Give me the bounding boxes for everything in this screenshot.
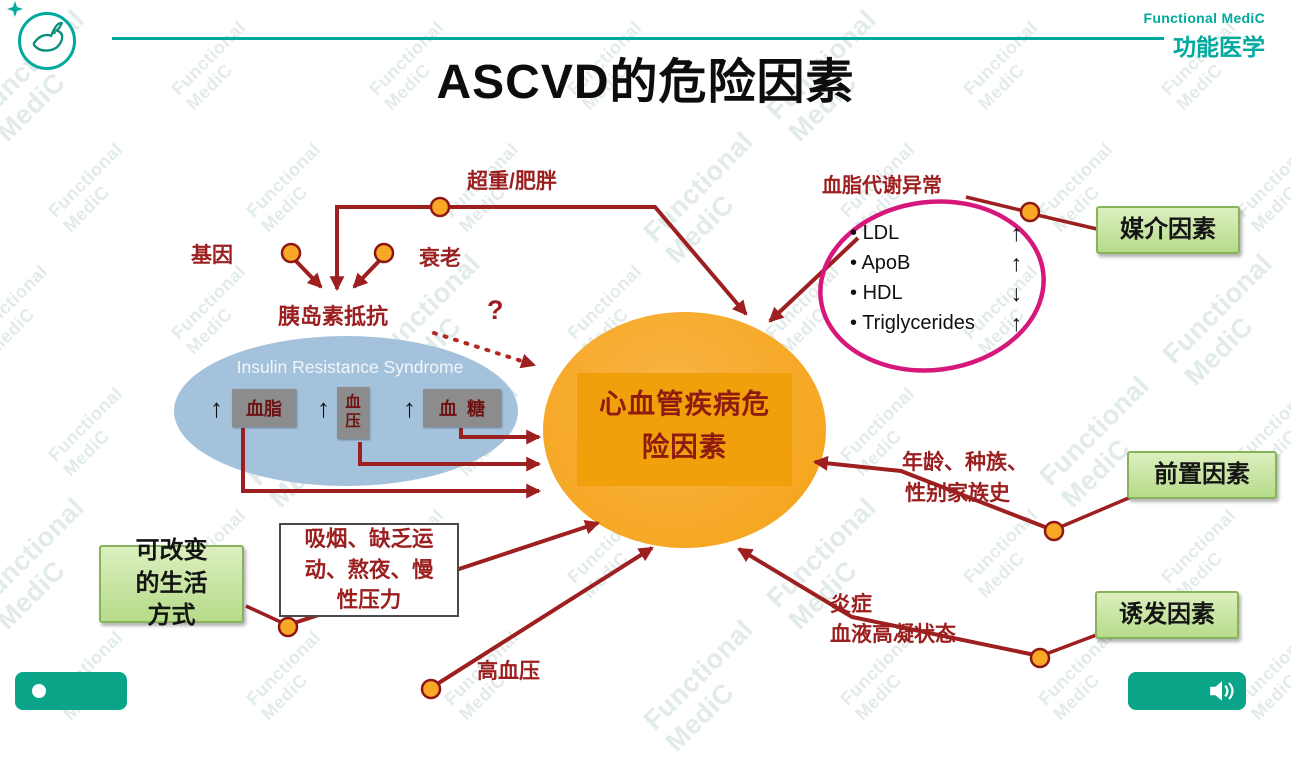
slide-nav-pill[interactable] bbox=[15, 672, 127, 710]
label-hypercoagulable: 血液高凝状态 bbox=[830, 623, 956, 646]
up-arrow-icon: ↑ bbox=[1010, 219, 1023, 246]
brand-name: Functional MediC bbox=[1143, 10, 1265, 26]
predisposing-factor-box: 前置因素 bbox=[1127, 451, 1277, 499]
lipid-row: HDL ↓ bbox=[850, 278, 1022, 308]
watermark-text: Functional MediC bbox=[44, 383, 127, 480]
lipid-row: ApoB ↑ bbox=[850, 248, 1022, 278]
label-dyslipidemia: 血脂代谢异常 bbox=[822, 175, 942, 197]
irs-item-blood-pressure: 血压 bbox=[337, 387, 369, 439]
label-genes: 基因 bbox=[191, 244, 233, 267]
watermark-text: Functional MediC bbox=[1034, 627, 1117, 724]
lipid-list: LDL ↑ ApoB ↑ HDL ↓ Triglycerides ↑ bbox=[850, 218, 1022, 338]
watermark-text: Functional MediC bbox=[0, 261, 52, 358]
irs-title: Insulin Resistance Syndrome bbox=[236, 357, 464, 377]
irs-item-blood-sugar: 血糖 bbox=[423, 389, 501, 427]
up-arrow-icon: ↑ bbox=[317, 393, 330, 423]
brand-bird-logo bbox=[18, 12, 76, 70]
audio-pill[interactable] bbox=[1128, 672, 1246, 710]
watermark-text: Functional MediC bbox=[167, 261, 250, 358]
sparkle-icon bbox=[7, 1, 23, 17]
watermark-text: Functional MediC bbox=[44, 139, 127, 236]
lipid-name: LDL bbox=[850, 222, 900, 245]
label-aging: 衰老 bbox=[419, 247, 461, 270]
irs-item-lipids: 血脂 bbox=[232, 389, 296, 427]
lipid-name: HDL bbox=[850, 282, 903, 305]
watermark-text: Functional MediC bbox=[1157, 505, 1240, 602]
lifestyle-risks-box: 吸烟、缺乏运动、熬夜、慢性压力 bbox=[279, 523, 459, 617]
watermark-text: Functional MediC bbox=[1232, 139, 1291, 236]
page-title: ASCVD的危险因素 bbox=[436, 56, 855, 109]
mediating-factor-box: 媒介因素 bbox=[1096, 206, 1240, 254]
brand-name-cn: 功能医学 bbox=[1173, 34, 1265, 60]
label-insulin-resistance: 胰岛素抵抗 bbox=[266, 298, 400, 332]
watermark-text: Functional MediC bbox=[1156, 248, 1279, 392]
nav-dot bbox=[32, 684, 46, 698]
watermark-text: Functional MediC bbox=[242, 627, 325, 724]
watermark-text: Functional MediC bbox=[0, 492, 91, 636]
up-arrow-icon: ↑ bbox=[403, 393, 416, 423]
brand-block: Functional MediC 功能医学 bbox=[1144, 10, 1265, 62]
label-age-race-2: 性别家族史 bbox=[905, 482, 1010, 505]
bird-icon bbox=[32, 21, 64, 52]
header-divider bbox=[112, 37, 1164, 40]
watermark-text: Functional MediC bbox=[959, 505, 1042, 602]
label-inflammation: 炎症 bbox=[830, 593, 872, 616]
lipid-row: Triglycerides ↑ bbox=[850, 308, 1022, 338]
watermark-text: Functional MediC bbox=[637, 614, 760, 758]
modifiable-lifestyle-box: 可改变的生活方式 bbox=[99, 537, 244, 629]
label-age-race-1: 年龄、种族、 bbox=[902, 451, 1028, 474]
up-arrow-icon: ↑ bbox=[1010, 249, 1023, 276]
lipid-row: LDL ↑ bbox=[850, 218, 1022, 248]
label-question-mark: ? bbox=[487, 295, 504, 325]
up-arrow-icon: ↑ bbox=[1010, 309, 1023, 336]
lipid-name: Triglycerides bbox=[850, 312, 975, 335]
speaker-icon bbox=[1210, 681, 1234, 701]
cvd-risk-label: 心血管疾病危险因素 bbox=[577, 373, 792, 486]
label-hypertension: 高血压 bbox=[477, 660, 540, 683]
up-arrow-icon: ↑ bbox=[210, 393, 223, 423]
watermark-text: Functional MediC bbox=[637, 126, 760, 270]
watermark-text: Functional MediC bbox=[242, 139, 325, 236]
down-arrow-icon: ↓ bbox=[1010, 279, 1023, 306]
precipitating-factor-box: 诱发因素 bbox=[1095, 591, 1239, 639]
lipid-name: ApoB bbox=[850, 252, 910, 275]
label-overweight: 超重/肥胖 bbox=[467, 170, 557, 193]
